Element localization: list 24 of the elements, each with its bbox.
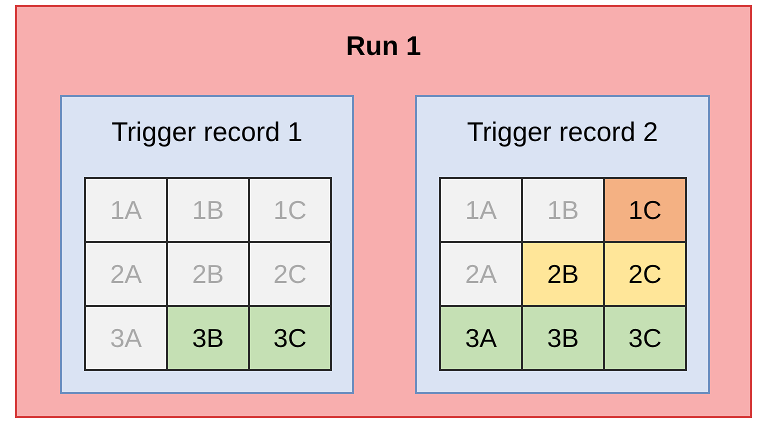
table-cell: 3C: [248, 305, 332, 371]
run-panel: [15, 5, 752, 418]
trigger-record-panel: [60, 95, 354, 394]
table-cell: 1C: [603, 177, 687, 243]
table-cell: 1B: [166, 177, 250, 243]
panel-title: Run 1: [344, 31, 422, 62]
table-cell: 3A: [84, 305, 168, 371]
table-cell: 1A: [84, 177, 168, 243]
table-cell: 2A: [439, 241, 523, 307]
table-cell: 3A: [439, 305, 523, 371]
table-cell: 1A: [439, 177, 523, 243]
table-cell: 2A: [84, 241, 168, 307]
table-cell: 3B: [521, 305, 605, 371]
table-cell: 3C: [603, 305, 687, 371]
table-cell: 3B: [166, 305, 250, 371]
table-cell: 2C: [248, 241, 332, 307]
table-cell: 1C: [248, 177, 332, 243]
trigger-record-panel: [415, 95, 710, 394]
table-cell: 2B: [521, 241, 605, 307]
table-cell: 2C: [603, 241, 687, 307]
panel-title: Trigger record 2: [466, 117, 660, 148]
panel-title: Trigger record 1: [110, 117, 304, 148]
table-cell: 1B: [521, 177, 605, 243]
table-cell: 2B: [166, 241, 250, 307]
